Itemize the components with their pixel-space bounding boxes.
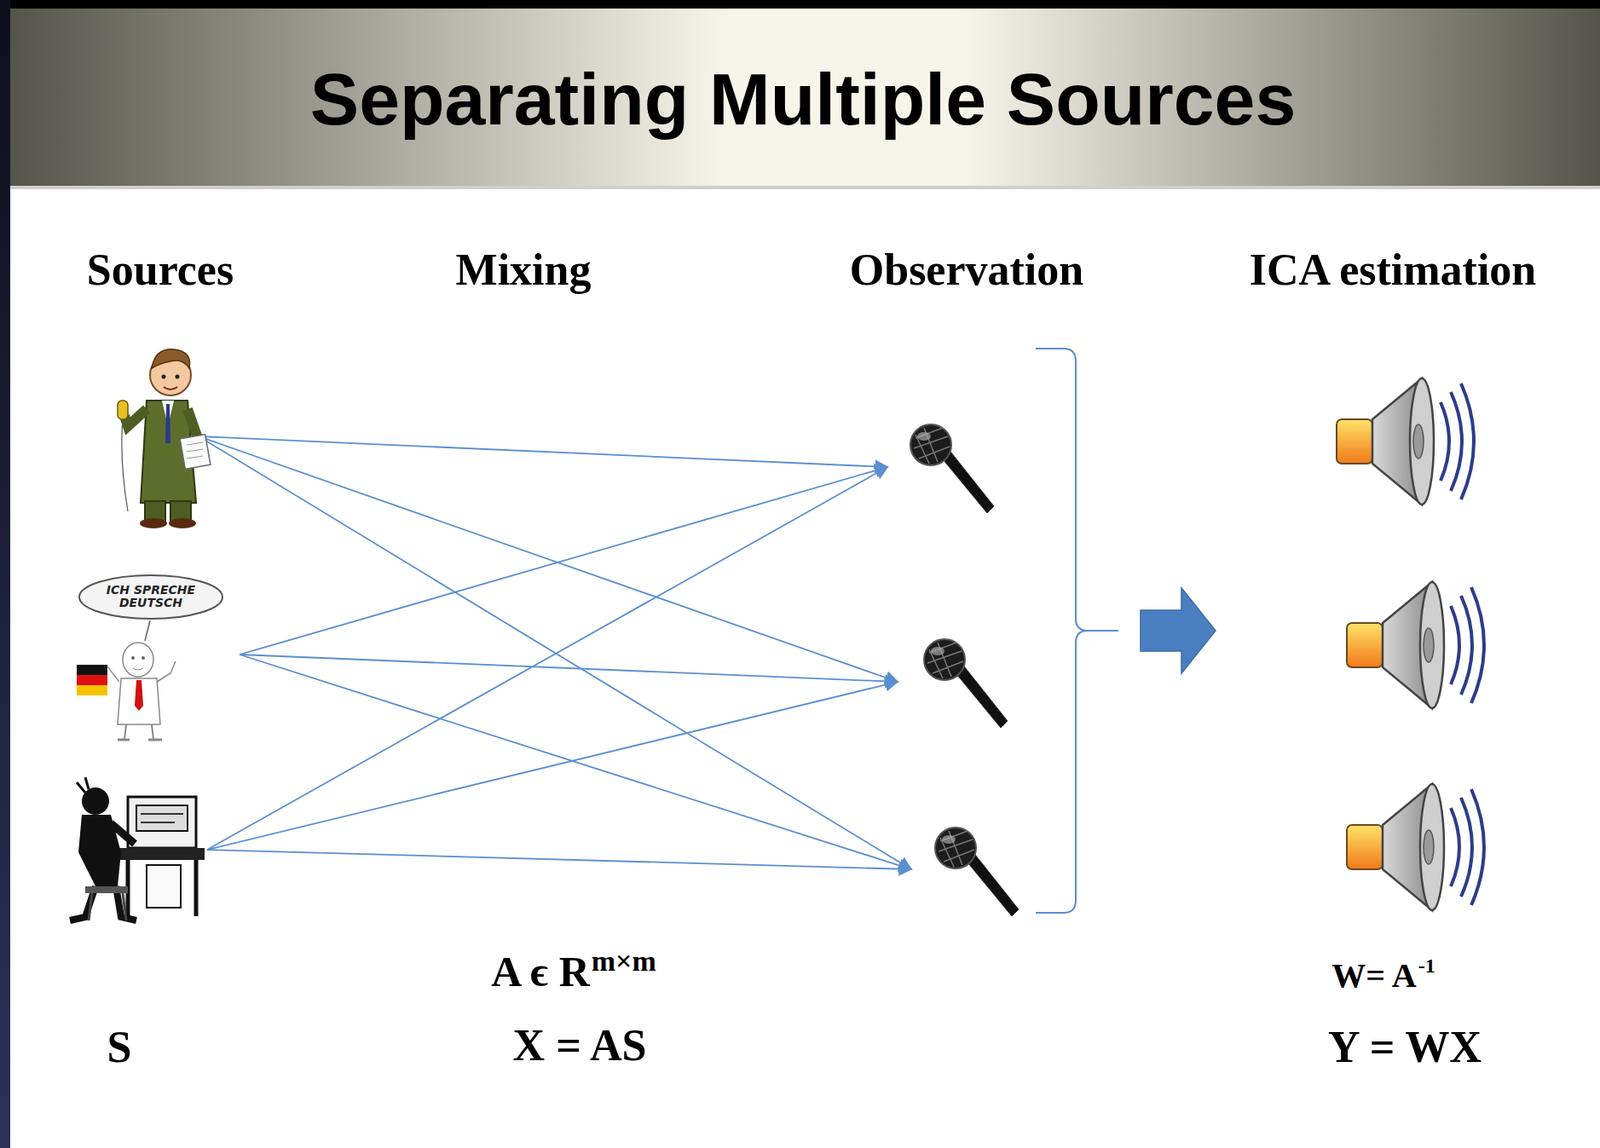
microphone — [924, 639, 1008, 728]
slide-title: Separating Multiple Sources — [310, 57, 1296, 142]
superscript: -1 — [1418, 955, 1436, 977]
german-person — [76, 642, 176, 740]
formula: X = AS — [513, 1023, 647, 1069]
formula: Y = WX — [1328, 1025, 1482, 1070]
column-header: Observation — [849, 248, 1084, 293]
column-header: Sources — [86, 248, 234, 293]
bracket — [1035, 348, 1119, 913]
block-arrow — [1140, 588, 1216, 674]
loudspeaker — [1346, 582, 1485, 709]
title-bar — [8, 8, 1600, 188]
column-header: ICA estimation — [1249, 248, 1537, 293]
mixing-lines — [198, 436, 912, 870]
formula: S — [107, 1025, 133, 1070]
bubble-text: ICH SPRECHE DEUTSCH — [103, 583, 198, 611]
top-edge — [0, 0, 1600, 9]
loudspeaker — [1336, 378, 1474, 505]
machine-person — [69, 777, 205, 921]
side-edge — [0, 0, 11, 1148]
microphone — [935, 827, 1019, 917]
microphone — [910, 424, 994, 514]
superscript: m×m — [591, 947, 657, 977]
formula: W= A — [1331, 958, 1416, 994]
column-header: Mixing — [456, 248, 592, 293]
formula: A ϵ R — [490, 950, 590, 994]
speech-bubble: ICH SPRECHE DEUTSCH — [77, 573, 225, 621]
speaker-person — [117, 349, 211, 529]
loudspeaker — [1346, 784, 1485, 911]
